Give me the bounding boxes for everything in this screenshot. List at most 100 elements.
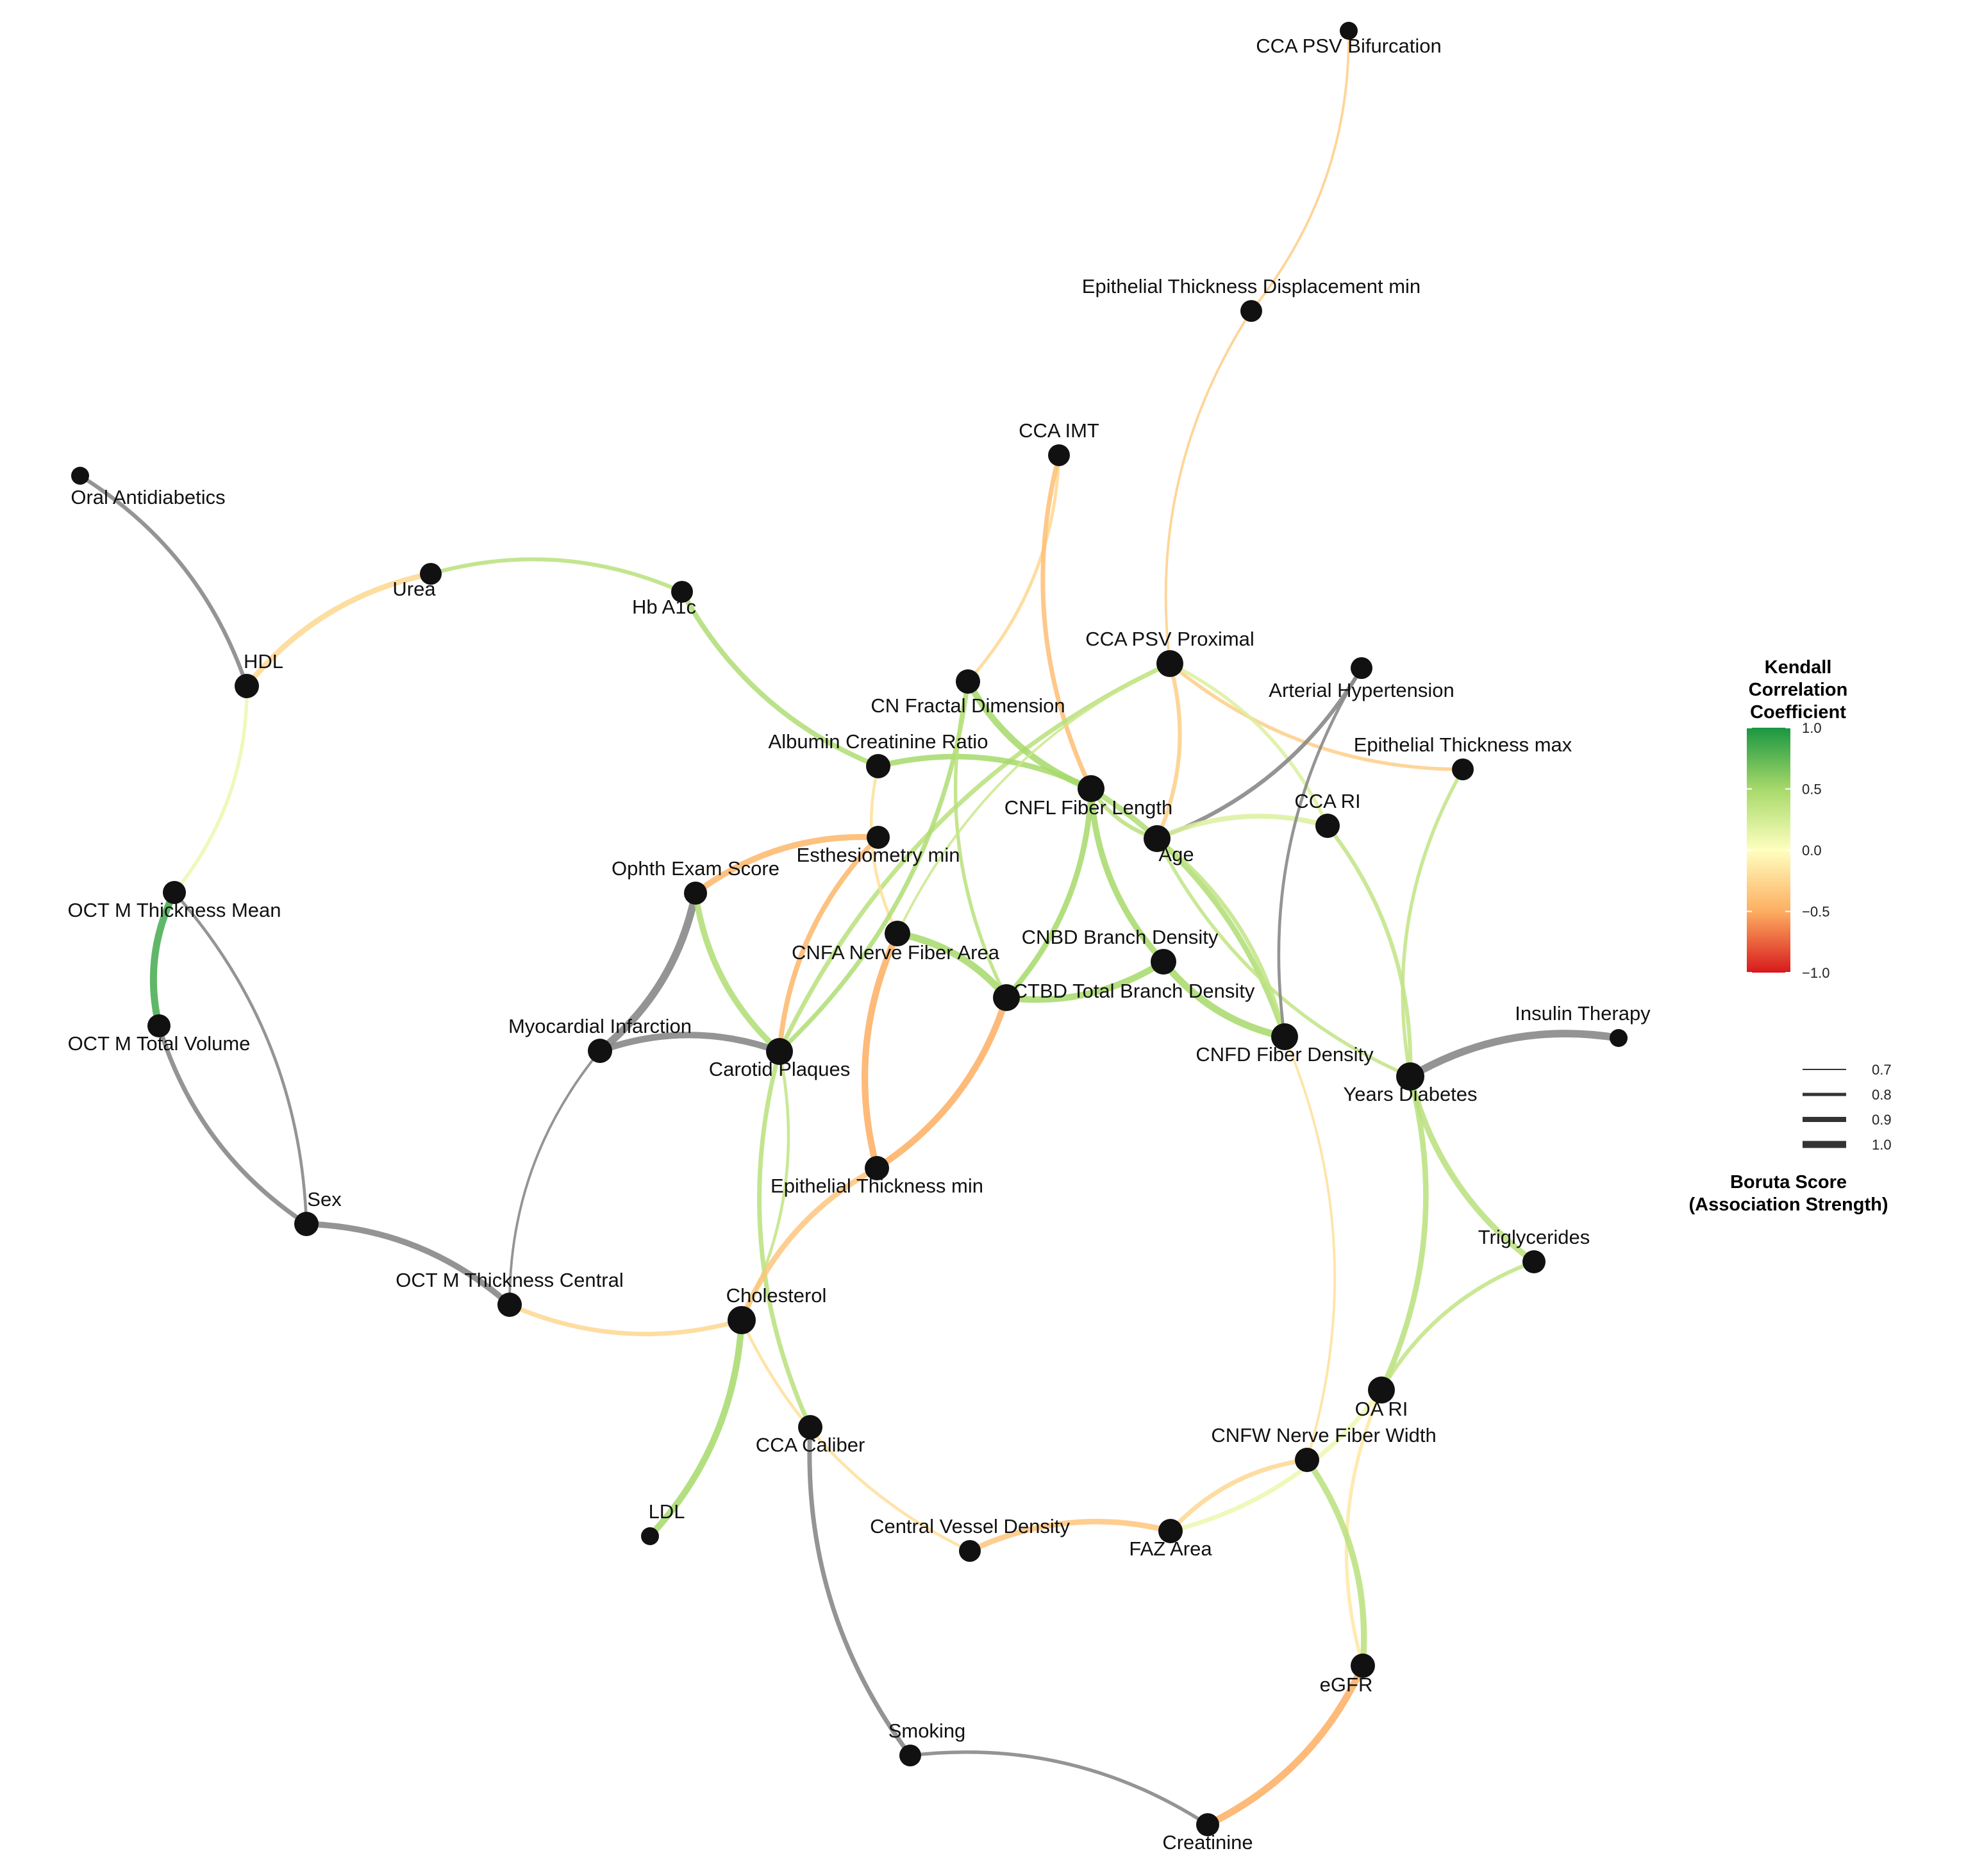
- edge-oa_ri-faz: [1168, 1387, 1384, 1534]
- edge-oct_mean-oct_vol: [149, 889, 178, 1030]
- node-oct_vol: [147, 1014, 171, 1037]
- edge-cca_caliber-smoking: [807, 1425, 913, 1758]
- color-legend: Kendall Correlation Coefficient 1.00.50.…: [1747, 657, 1847, 981]
- node-label-oral_anti: Oral Antidiabetics: [71, 486, 225, 508]
- node-insulin: [1610, 1029, 1628, 1047]
- node-label-cvd: Central Vessel Density: [870, 1515, 1070, 1537]
- node-label-oct_vol: OCT M Total Volume: [68, 1032, 251, 1055]
- node-label-smoking: Smoking: [888, 1720, 966, 1742]
- node-oct_mean: [163, 881, 186, 904]
- node-cnfd: [1271, 1023, 1298, 1050]
- edge-age-years_diab: [1155, 837, 1412, 1078]
- edge-esth_min-carotid: [777, 835, 881, 1054]
- size-legend-label: 0.7: [1872, 1062, 1892, 1078]
- node-label-cnfd: CNFD Fiber Density: [1196, 1043, 1374, 1066]
- edge-oct_central-cholesterol: [507, 1302, 744, 1337]
- color-legend-title-line-2: Correlation: [1749, 680, 1848, 700]
- edge-hba1c-albumin_cr: [679, 589, 881, 769]
- node-label-cholesterol: Cholesterol: [726, 1284, 827, 1307]
- node-oa_ri: [1368, 1377, 1395, 1403]
- node-label-albumin_cr: Albumin Creatinine Ratio: [769, 730, 988, 753]
- edge-cn_fractal-ctbd: [953, 680, 1008, 1000]
- color-legend-tick-label: 1.0: [1802, 720, 1822, 736]
- edge-oral_anti-hdl: [78, 473, 249, 689]
- node-cca_caliber: [798, 1415, 822, 1439]
- node-cca_psv_bif: [1340, 22, 1358, 40]
- edge-age-cca_ri: [1154, 814, 1330, 841]
- node-label-years_diab: Years Diabetes: [1343, 1083, 1477, 1105]
- edge-cnfa-cca_psv_prox: [896, 662, 1171, 935]
- node-mi: [588, 1039, 612, 1063]
- node-smoking: [899, 1745, 921, 1766]
- node-cn_fractal: [956, 669, 980, 694]
- edge-mi-ophth: [596, 889, 699, 1055]
- edge-cca_psv_prox-age: [1154, 661, 1182, 841]
- node-label-carotid: Carotid Plaques: [709, 1058, 851, 1080]
- edge-cnfd-cnfw: [1283, 1035, 1337, 1461]
- node-label-creatinine: Creatinine: [1162, 1831, 1253, 1854]
- size-legend-title-line-1: Boruta Score: [1730, 1172, 1847, 1193]
- node-ctbd: [993, 984, 1020, 1011]
- node-ophth: [684, 882, 707, 905]
- nodes-layer: [71, 22, 1628, 1836]
- node-label-cnfw: CNFW Nerve Fiber Width: [1211, 1424, 1436, 1446]
- node-cca_imt: [1048, 444, 1070, 466]
- node-label-etd_min: Epithelial Thickness Displacement min: [1082, 275, 1421, 297]
- node-label-egfr: eGFR: [1320, 1673, 1373, 1696]
- node-cnfl: [1078, 775, 1104, 802]
- node-carotid: [766, 1038, 793, 1065]
- size-legend-title-line-2: (Association Strength): [1689, 1194, 1888, 1215]
- edge-age-cnfd: [1154, 836, 1287, 1039]
- edge-urea-hdl: [244, 571, 434, 689]
- edge-cca_psv_bif-etd_min: [1250, 29, 1350, 312]
- node-label-cca_imt: CCA IMT: [1019, 419, 1099, 442]
- edge-ophth-carotid: [692, 890, 783, 1055]
- color-legend-tick-label: −1.0: [1802, 965, 1829, 981]
- node-cnfa: [885, 921, 910, 946]
- edge-urea-hba1c: [428, 557, 685, 594]
- edge-carotid-cca_caliber: [757, 1049, 813, 1430]
- node-label-cnbd: CNBD Branch Density: [1022, 926, 1219, 948]
- edge-cnfa-ctbd: [894, 930, 1010, 1001]
- edge-ctbd-et_min: [873, 994, 1010, 1172]
- node-cnbd: [1151, 949, 1176, 975]
- edge-cca_imt-cnfl: [1040, 453, 1094, 791]
- node-sex: [294, 1212, 319, 1236]
- node-label-age: Age: [1158, 843, 1194, 866]
- edge-oa_ri-egfr: [1344, 1388, 1383, 1668]
- node-hba1c: [671, 581, 693, 603]
- edge-art_hyp-cnfd: [1277, 666, 1363, 1039]
- node-oral_anti: [71, 467, 89, 485]
- size-legend-entries: 0.70.80.91.0: [1803, 1062, 1892, 1153]
- node-cnfw: [1295, 1448, 1319, 1472]
- node-label-hdl: HDL: [244, 650, 283, 673]
- color-legend-title-line-1: Kendall: [1765, 657, 1832, 678]
- node-label-oct_central: OCT M Thickness Central: [396, 1269, 623, 1291]
- edge-et_max-years_diab: [1401, 767, 1465, 1078]
- node-label-cnfa: CNFA Nerve Fiber Area: [792, 941, 1000, 964]
- size-legend-label: 0.8: [1872, 1087, 1892, 1103]
- edge-years_diab-oa_ri: [1378, 1073, 1429, 1393]
- node-age: [1144, 825, 1171, 852]
- node-label-faz: FAZ Area: [1129, 1537, 1212, 1560]
- edge-carotid-cca_psv_prox: [777, 661, 1172, 1054]
- edge-ctbd-cnbd: [1003, 958, 1167, 1003]
- node-label-cca_ri: CCA RI: [1294, 790, 1360, 812]
- node-years_diab: [1396, 1062, 1424, 1091]
- node-oct_central: [497, 1293, 522, 1317]
- node-art_hyp: [1351, 657, 1372, 679]
- size-legend: 0.70.80.91.0 Boruta Score (Association S…: [1689, 1062, 1892, 1215]
- edge-triglyc-oa_ri: [1379, 1259, 1537, 1393]
- edge-mi-carotid: [596, 1032, 783, 1055]
- node-label-cca_caliber: CCA Caliber: [756, 1434, 865, 1456]
- node-label-triglyc: Triglycerides: [1478, 1226, 1590, 1248]
- node-etd_min: [1240, 300, 1262, 322]
- node-label-cca_psv_bif: CCA PSV Bifurcation: [1256, 35, 1441, 57]
- node-label-hba1c: Hb A1c: [632, 596, 696, 618]
- node-ldl: [641, 1527, 659, 1545]
- node-hdl: [235, 674, 259, 698]
- edge-oct_central-mi: [508, 1050, 601, 1306]
- node-triglyc: [1522, 1250, 1546, 1273]
- node-albumin_cr: [866, 754, 890, 778]
